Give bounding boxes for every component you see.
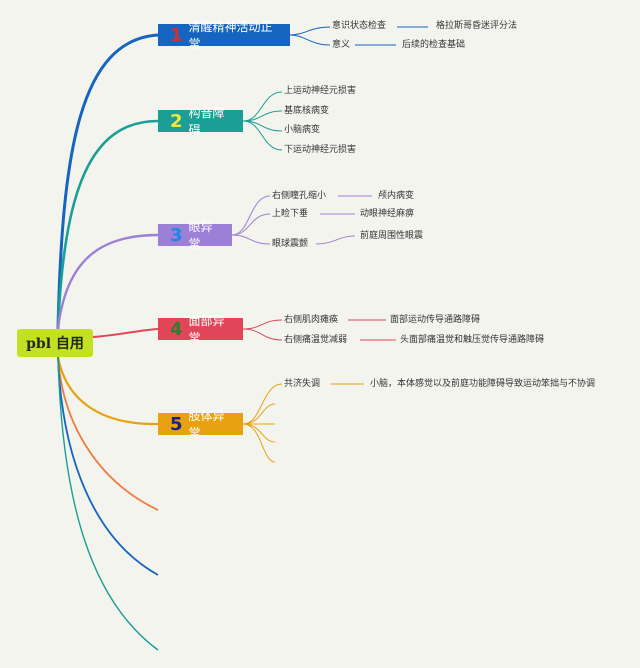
branch-label: 肢体异常 xyxy=(188,409,225,440)
branch-label: 清醒精神活动正常 xyxy=(188,20,273,51)
branch-label: 眼异常 xyxy=(188,220,213,251)
leaf-node[interactable]: 右侧痛温觉减弱 xyxy=(284,335,348,345)
branch-node-3[interactable]: 3 眼异常 xyxy=(158,220,232,251)
leaf-node[interactable]: 共济失调 xyxy=(284,379,321,389)
leaf-node[interactable]: 格拉斯哥昏迷评分法 xyxy=(436,21,518,31)
edge-branch-2 xyxy=(56,119,159,330)
edge-branch-3 xyxy=(56,233,159,330)
leaf-node[interactable]: 前庭周围性眼震 xyxy=(360,231,424,241)
leaf-node[interactable]: 后续的检查基础 xyxy=(402,40,466,50)
leaf-node[interactable]: 下运动神经元损害 xyxy=(284,145,357,155)
leaf-node[interactable]: 意识状态检查 xyxy=(332,21,387,31)
leaf-node[interactable]: 上睑下垂 xyxy=(272,209,309,219)
leaf-node[interactable]: 基底核病变 xyxy=(284,106,330,116)
leaf-node[interactable]: 颅内病变 xyxy=(378,191,415,201)
root-node[interactable]: pbl 自用 xyxy=(17,329,93,357)
branch-number: 2 xyxy=(170,110,183,132)
leaf-node[interactable]: 意义 xyxy=(332,40,351,50)
branch-number: 3 xyxy=(170,224,183,246)
edge-extra-teal xyxy=(57,356,159,651)
leaf-node[interactable]: 上运动神经元损害 xyxy=(284,86,357,96)
edge-branch-1 xyxy=(56,33,159,330)
branch-node-4[interactable]: 4 面部异常 xyxy=(158,314,243,345)
edge-branch-4 xyxy=(92,328,159,338)
branch-node-2[interactable]: 2 构音障碍 xyxy=(158,106,243,137)
edge-extra-blue xyxy=(57,356,159,576)
branch-number: 4 xyxy=(170,318,183,340)
leaf-node[interactable]: 动眼神经麻痹 xyxy=(360,209,415,219)
branch-label: 面部异常 xyxy=(188,314,225,345)
leaf-node[interactable]: 小脑病变 xyxy=(284,125,321,135)
edge-extra-orange xyxy=(57,356,159,511)
branch-node-5[interactable]: 5 肢体异常 xyxy=(158,409,243,440)
branch-number: 5 xyxy=(170,413,183,435)
leaf-node[interactable]: 面部运动传导通路障碍 xyxy=(390,315,481,325)
leaf-node[interactable]: 头面部痛温觉和触压觉传导通路障碍 xyxy=(400,335,545,345)
branch-node-1[interactable]: 1 清醒精神活动正常 xyxy=(158,20,290,51)
leaf-node[interactable]: 右侧肌肉瘫痪 xyxy=(284,315,339,325)
branch-label: 构音障碍 xyxy=(188,106,225,137)
leaf-node[interactable]: 眼球震颤 xyxy=(272,239,309,249)
leaf-node[interactable]: 右侧瞳孔缩小 xyxy=(272,191,327,201)
root-label: pbl 自用 xyxy=(26,336,84,352)
leaf-node[interactable]: 小脑，本体感觉以及前庭功能障碍导致运动笨拙与不协调 xyxy=(370,379,596,389)
branch-number: 1 xyxy=(170,24,183,46)
edge-branch-5 xyxy=(56,356,159,426)
